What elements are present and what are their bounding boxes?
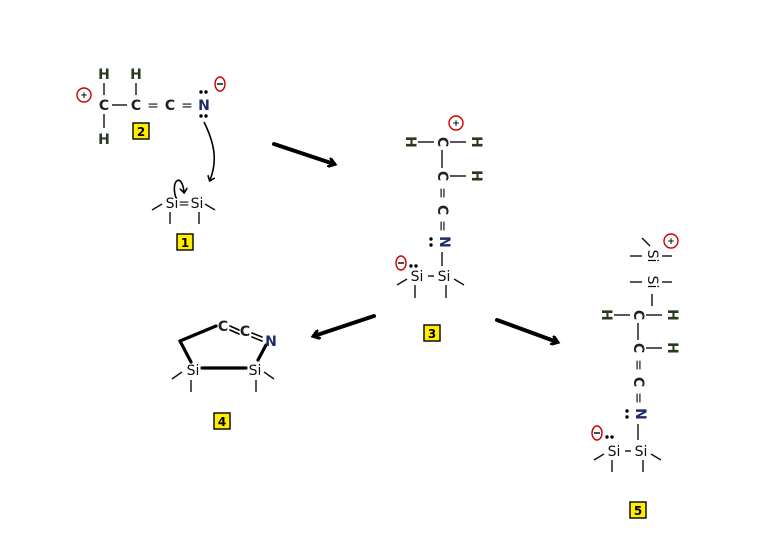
bond-double: = — [178, 196, 190, 212]
atom-h: H — [98, 132, 110, 148]
charge-plus-3: + — [448, 115, 464, 131]
svg-text:3: 3 — [428, 327, 436, 341]
atom-si: Si — [187, 363, 200, 379]
svg-text:2: 2 — [137, 125, 145, 139]
atom-c: C — [630, 343, 646, 353]
atom-c: C — [434, 205, 450, 215]
atom-n: N — [198, 98, 210, 114]
atom-c: C — [218, 319, 228, 335]
atom-si: Si — [644, 276, 660, 289]
svg-text:4: 4 — [218, 415, 226, 429]
atom-h: H — [598, 309, 614, 321]
atom-c: C — [434, 171, 450, 181]
atom-si: Si — [249, 363, 262, 379]
charge-minus-5 — [591, 425, 603, 441]
atom-si: Si — [166, 196, 179, 212]
charge-minus-3 — [395, 255, 407, 271]
atom-h: H — [98, 67, 110, 83]
atom-c: C — [434, 137, 450, 147]
atom-c: C — [240, 324, 250, 340]
atom-c: C — [131, 98, 141, 114]
compound-1: Si = Si 1 — [151, 179, 216, 251]
svg-text:5: 5 — [634, 504, 642, 518]
bond-double: = — [181, 98, 193, 114]
atom-si: Si — [635, 444, 648, 460]
atom-c: C — [165, 98, 175, 114]
atom-h: H — [664, 342, 680, 354]
atom-n: N — [265, 334, 277, 350]
bond-double: = — [434, 187, 450, 199]
atom-si: Si — [608, 444, 621, 460]
label-2: 2 — [132, 122, 150, 140]
electron-arrow — [173, 179, 184, 199]
label-3: 3 — [423, 324, 441, 342]
atom-h: H — [468, 136, 484, 148]
bond-double: = — [630, 392, 646, 404]
bond-double: = — [434, 220, 450, 232]
compound-2: + H H C C = C = N H 2 — [76, 67, 226, 180]
reaction-arrow — [495, 318, 557, 342]
atom-h: H — [402, 136, 418, 148]
label-5: 5 — [629, 501, 647, 519]
atom-si: Si — [191, 196, 204, 212]
label-4: 4 — [213, 412, 231, 430]
charge-plus-5: + — [663, 233, 679, 249]
svg-text:+: + — [80, 91, 88, 101]
atom-si: Si — [644, 250, 660, 263]
atom-si: Si — [411, 269, 424, 285]
atom-c: C — [630, 377, 646, 387]
atom-c: C — [99, 98, 109, 114]
atom-h: H — [664, 309, 680, 321]
reaction-arrow — [314, 314, 376, 336]
compound-3: + H C H C H = C = N — [395, 115, 484, 342]
atom-h: H — [468, 170, 484, 182]
svg-text:1: 1 — [181, 236, 189, 250]
atom-c: C — [630, 310, 646, 320]
reaction-arrow — [272, 142, 334, 164]
atom-n: N — [436, 236, 452, 248]
atom-n: N — [632, 408, 648, 420]
bond-double: = — [147, 98, 159, 114]
bond-double: = — [630, 359, 646, 371]
svg-text:+: + — [452, 119, 460, 129]
compound-4: C C N Si Si 4 — [171, 319, 277, 430]
atom-h: H — [130, 67, 142, 83]
electron-arrow — [203, 121, 214, 180]
svg-text:+: + — [667, 237, 675, 247]
compound-5: + Si Si H C H C H = — [591, 233, 680, 519]
label-1: 1 — [176, 233, 194, 251]
atom-si: Si — [438, 269, 451, 285]
charge-plus-2: + — [76, 87, 92, 103]
charge-minus-2 — [214, 76, 226, 92]
